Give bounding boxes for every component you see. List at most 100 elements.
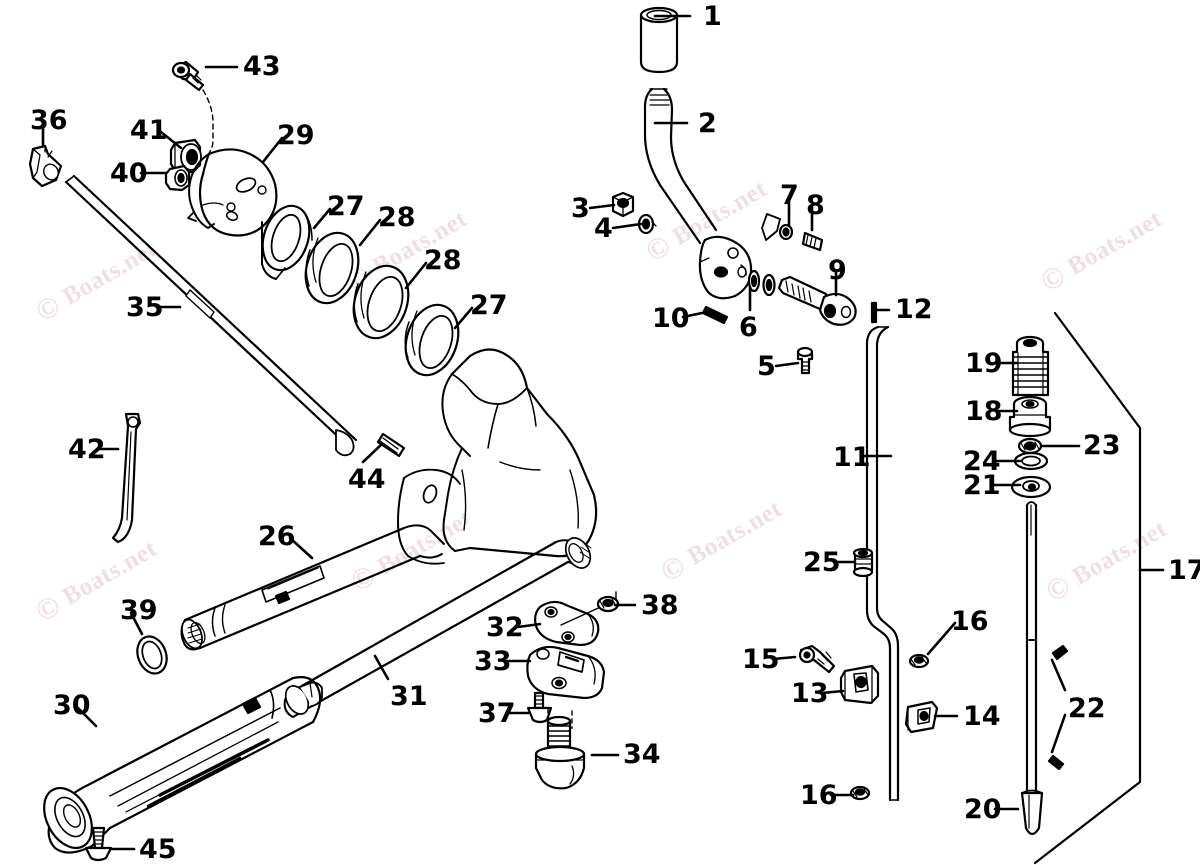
part-8-spring-pin: [801, 231, 824, 252]
callout-number-16: 16: [951, 606, 989, 637]
callout-leader-13: [820, 689, 845, 695]
callout-number-7: 7: [780, 180, 799, 211]
callout-number-6: 6: [739, 312, 758, 343]
part-16-nut-upper: [908, 653, 930, 669]
part-24-washer: [1013, 451, 1049, 471]
part-6-bushings: [747, 269, 776, 297]
part-16-nut-lower: [849, 785, 871, 801]
callout-number-26: 26: [258, 521, 296, 552]
callout-number-15: 15: [742, 644, 780, 675]
part-30-handle-grip: [43, 676, 322, 854]
callout-leader-15: [771, 655, 797, 661]
callout-number-16: 16: [800, 780, 838, 811]
callout-leader-29: [261, 136, 284, 164]
part-40-nut: [164, 164, 191, 192]
part-23-nut: [1017, 437, 1043, 455]
part-20-rod-tip: [1020, 789, 1044, 836]
callout-leader-5: [774, 361, 800, 368]
callout-number-20: 20: [964, 794, 1002, 825]
part-27-grip-ring-a: [261, 204, 313, 280]
callout-number-13: 13: [791, 678, 829, 709]
callout-leader-39: [129, 611, 144, 636]
callout-number-23: 23: [1083, 430, 1121, 461]
part-32-upper-bracket: [534, 600, 600, 647]
callout-number-34: 34: [623, 739, 661, 770]
part-2-shift-lever-rod: [643, 87, 718, 245]
callout-number-35: 35: [126, 292, 164, 323]
part-35-throttle-cable: [64, 174, 358, 457]
callout-number-28: 28: [378, 202, 416, 233]
part-14-retainer-clip: [904, 700, 939, 734]
callout-number-8: 8: [806, 190, 825, 221]
part-7-pin: [761, 213, 794, 241]
part-4-washer: [637, 213, 657, 235]
callout-number-11: 11: [833, 442, 871, 473]
part-5-screw: [796, 346, 814, 375]
callout-number-42: 42: [68, 434, 106, 465]
callout-number-2: 2: [698, 108, 717, 139]
part-44-roll-pin: [376, 432, 406, 458]
part-45-screw: [84, 826, 113, 862]
part-39-o-ring: [136, 635, 168, 675]
part-9-link-rod: [777, 275, 857, 326]
callout-number-22: 22: [1068, 693, 1106, 724]
part-3-lock-nut: [611, 191, 635, 218]
callout-leader-16: [926, 621, 957, 656]
part-19-threaded-adjuster: [1011, 335, 1050, 397]
callout-leader-28: [358, 218, 382, 247]
part-29-mount-plate: [187, 148, 278, 237]
part-15-screw: [798, 644, 836, 674]
part-31-tiller-shaft: [283, 537, 592, 718]
part-18-bushing: [1008, 395, 1052, 438]
callout-leader-26: [288, 536, 314, 560]
part-28-grip-ring-b: [304, 231, 360, 305]
part-13-clamp-block: [839, 664, 880, 705]
callout-number-31: 31: [390, 681, 428, 712]
callout-number-4: 4: [594, 213, 613, 244]
part-22-pins: [1047, 644, 1069, 771]
callout-number-14: 14: [963, 701, 1001, 732]
callout-number-27: 27: [327, 191, 365, 222]
callout-number-27: 27: [470, 290, 508, 321]
callout-leader-27: [453, 306, 474, 330]
callout-number-45: 45: [139, 834, 177, 865]
part-41-bushing: [169, 138, 202, 174]
callout-number-33: 33: [474, 646, 512, 677]
callout-leader-3: [588, 203, 616, 210]
part-12-cotter-pin: [870, 301, 878, 324]
callout-number-40: 40: [110, 158, 148, 189]
callout-number-10: 10: [652, 303, 690, 334]
part-17-bracket: [1033, 311, 1142, 865]
part-26-tiller-tube: [180, 524, 445, 651]
part-33-lower-bracket: [526, 591, 617, 700]
part-37-screw: [526, 691, 553, 724]
callout-number-21: 21: [963, 470, 1001, 501]
callout-number-24: 24: [963, 446, 1001, 477]
part-17-long-rod: [1025, 501, 1038, 795]
callout-number-41: 41: [130, 115, 168, 146]
callout-number-37: 37: [478, 698, 516, 729]
callout-leader-41: [159, 130, 183, 150]
part-28-grip-ring-c: [352, 264, 410, 340]
callout-number-12: 12: [895, 294, 933, 325]
callout-leader-31: [373, 654, 390, 681]
callout-number-32: 32: [486, 612, 524, 643]
callout-leader-22: [1050, 658, 1067, 692]
callout-number-28: 28: [424, 245, 462, 276]
callout-number-36: 36: [30, 105, 68, 136]
part-25-knob-nut: [852, 547, 874, 578]
part-21-washer: [1010, 475, 1052, 499]
lever-arm-plate: [698, 235, 753, 300]
callout-number-30: 30: [53, 690, 91, 721]
part-42-cable-clip: [111, 412, 142, 544]
callout-leader-27: [312, 207, 332, 230]
callout-number-25: 25: [803, 547, 841, 578]
callout-number-3: 3: [571, 193, 590, 224]
callout-number-29: 29: [277, 120, 315, 151]
callout-leader-22b: [1050, 713, 1067, 754]
callout-number-9: 9: [828, 255, 847, 286]
callout-leader-4: [611, 222, 643, 230]
